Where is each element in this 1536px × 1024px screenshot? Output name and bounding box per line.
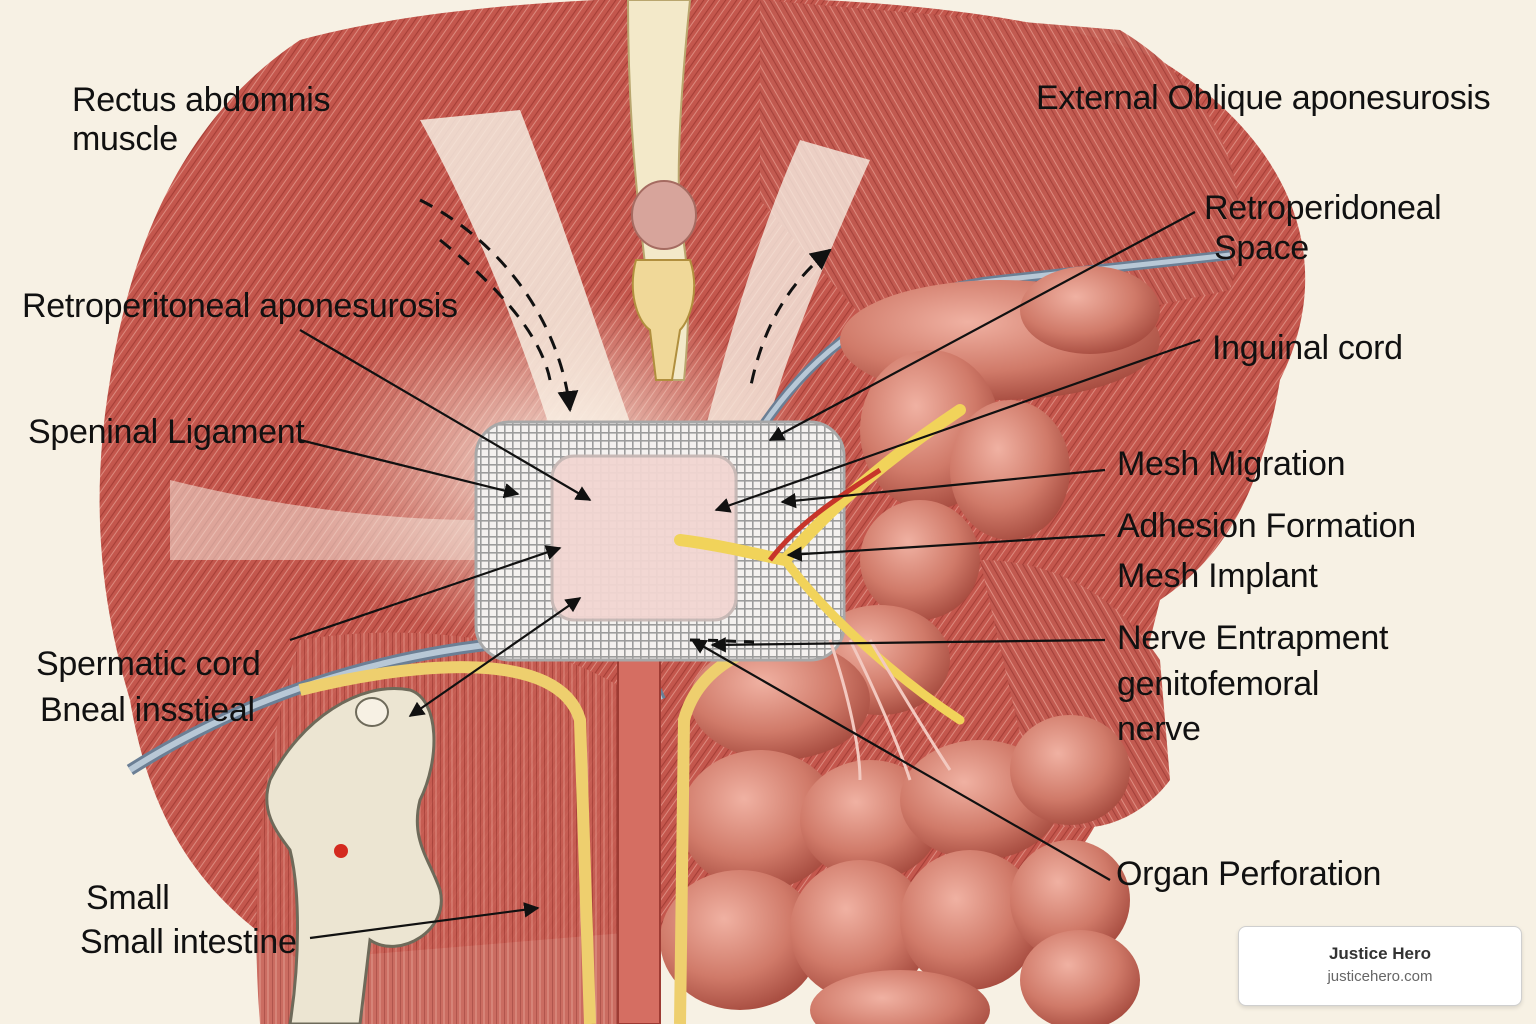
left-tendon [170, 480, 480, 560]
label-retroperitoneal-aponeurosis: Retroperitoneal aponesurosis [22, 287, 458, 325]
nerve-fibers [828, 639, 952, 781]
label-spermatic-cord: Spermatic cord [36, 645, 261, 683]
genitofemoral-nerve-branch [780, 555, 965, 725]
label-speninal-ligament: Speninal Ligament [28, 413, 305, 451]
central-vessel [617, 639, 661, 1024]
dashed-arrow-right [748, 248, 832, 391]
label-mesh-migration: Mesh Migration [1117, 445, 1346, 483]
leader-lines [289, 211, 1201, 940]
label-rectus-line1: Rectus abdomnis [72, 81, 331, 119]
vertebra [631, 259, 696, 381]
label-bneal-insstieal: Bneal insstieal [40, 691, 255, 729]
justice-hero-badge[interactable]: Justice Hero justicehero.com [1238, 926, 1522, 1006]
label-retroperidoneal-line2: Space [1214, 229, 1309, 267]
label-organ-perforation: Organ Perforation [1116, 855, 1382, 893]
badge-url: justicehero.com [1327, 968, 1433, 985]
label-inguinal-cord: Inguinal cord [1212, 329, 1403, 367]
label-small: Small [86, 879, 170, 917]
label-external-oblique: External Oblique aponesurosis [1036, 79, 1491, 117]
label-nerve-entrapment: Nerve Entrapment [1117, 619, 1389, 657]
label-adhesion-formation: Adhesion Formation [1117, 507, 1416, 545]
femur-bone [265, 687, 443, 1024]
label-genitofemoral-line2: nerve [1117, 710, 1201, 748]
badge-title: Justice Hero [1328, 944, 1432, 963]
red-artery [768, 467, 882, 562]
femur-head-hole [355, 697, 389, 727]
bone-marrow [631, 180, 697, 250]
label-mesh-implant: Mesh Implant [1117, 557, 1318, 595]
label-small-intestine: Small intestine [80, 923, 297, 961]
label-genitofemoral-line1: genitofemoral [1117, 665, 1320, 703]
label-rectus-line2: muscle [72, 120, 178, 158]
dashed-arrow-left-2 [439, 238, 552, 381]
label-retroperidoneal-line1: Retroperidoneal [1204, 189, 1442, 227]
mesh-implant-inner [550, 454, 738, 622]
dashed-arrow-left [419, 198, 579, 413]
femur-red-dot [334, 844, 348, 858]
